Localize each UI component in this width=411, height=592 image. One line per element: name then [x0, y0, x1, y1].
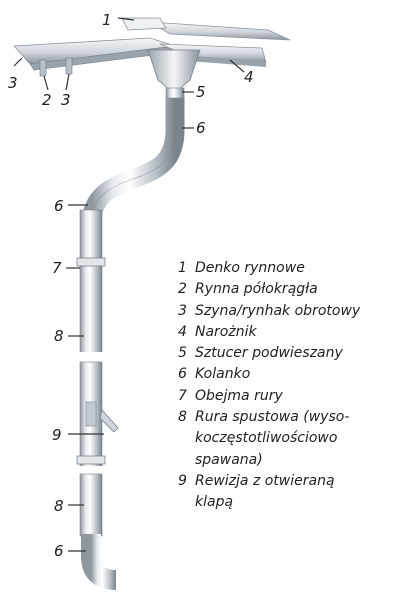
legend-item-number [178, 428, 195, 449]
pipe-clamp-upper [77, 258, 105, 266]
callout-6-elbow: 6 [54, 197, 64, 215]
legend-item: 6Kolanko [178, 364, 411, 385]
legend-item-number [178, 492, 195, 513]
legend-item-label: Obejma rury [195, 386, 283, 407]
callout-7: 7 [52, 259, 62, 277]
legend-item-label: Kolanko [195, 364, 250, 385]
pipe-section-1 [80, 210, 102, 360]
legend-item-label: Rura spustowa (wyso- [195, 407, 349, 428]
callout-2: 2 [42, 91, 52, 109]
gutter-hanger-left [40, 60, 46, 76]
callout-1: 1 [102, 11, 112, 29]
legend-item: spawana) [178, 450, 411, 471]
legend-item-label: spawana) [195, 450, 263, 471]
legend-item: 4Narożnik [178, 322, 411, 343]
legend-item: 3Szyna/rynhak obrotowy [178, 301, 411, 322]
parts-legend: 1Denko rynnowe2Rynna półokrągła3Szyna/ry… [178, 258, 411, 514]
gutter-assembly [14, 18, 290, 98]
legend-item-number: 9 [178, 471, 195, 492]
legend-item-label: Narożnik [195, 322, 257, 343]
pipe-clamp-lower [77, 456, 105, 464]
legend-item: 2Rynna półokrągła [178, 279, 411, 300]
callout-4: 4 [244, 68, 254, 86]
legend-item: 9Rewizja z otwieraną [178, 471, 411, 492]
legend-item-label: klapą [195, 492, 233, 513]
callout-6-bottom: 6 [54, 542, 64, 560]
legend-item: 1Denko rynnowe [178, 258, 411, 279]
legend-item-number [178, 450, 195, 471]
bottom-elbow [91, 534, 116, 580]
callout-3-left: 3 [8, 74, 18, 92]
inspection-hatch [100, 410, 118, 432]
legend-item-label: Szyna/rynhak obrotowy [195, 301, 360, 322]
upper-elbow [92, 98, 175, 215]
legend-item-label: Sztucer podwieszany [195, 343, 343, 364]
legend-item: 5Sztucer podwieszany [178, 343, 411, 364]
gutter-hanger-right [66, 58, 72, 74]
legend-item-label: Rynna półokrągła [195, 279, 318, 300]
legend-item-number: 2 [178, 279, 195, 300]
legend-item-number: 7 [178, 386, 195, 407]
legend-item-number: 5 [178, 343, 195, 364]
callout-6-upper: 6 [196, 119, 206, 137]
callout-8-lower: 8 [54, 497, 64, 515]
legend-item: klapą [178, 492, 411, 513]
legend-item-number: 8 [178, 407, 195, 428]
legend-item: 7Obejma rury [178, 386, 411, 407]
legend-item-label: Denko rynnowe [195, 258, 305, 279]
legend-item: koczęstotliwościowo [178, 428, 411, 449]
gutter-rear-run [150, 22, 290, 40]
legend-item: 8Rura spustowa (wyso- [178, 407, 411, 428]
downpipe-assembly [77, 98, 175, 580]
legend-item-number: 6 [178, 364, 195, 385]
callout-5: 5 [196, 83, 206, 101]
legend-item-number: 4 [178, 322, 195, 343]
legend-item-label: koczęstotliwościowo [195, 428, 337, 449]
legend-item-label: Rewizja z otwieraną [195, 471, 335, 492]
legend-item-number: 3 [178, 301, 195, 322]
hanging-outlet [148, 50, 200, 92]
callout-9: 9 [52, 426, 62, 444]
callout-3: 3 [61, 91, 71, 109]
legend-item-number: 1 [178, 258, 195, 279]
callout-8-upper: 8 [54, 327, 64, 345]
